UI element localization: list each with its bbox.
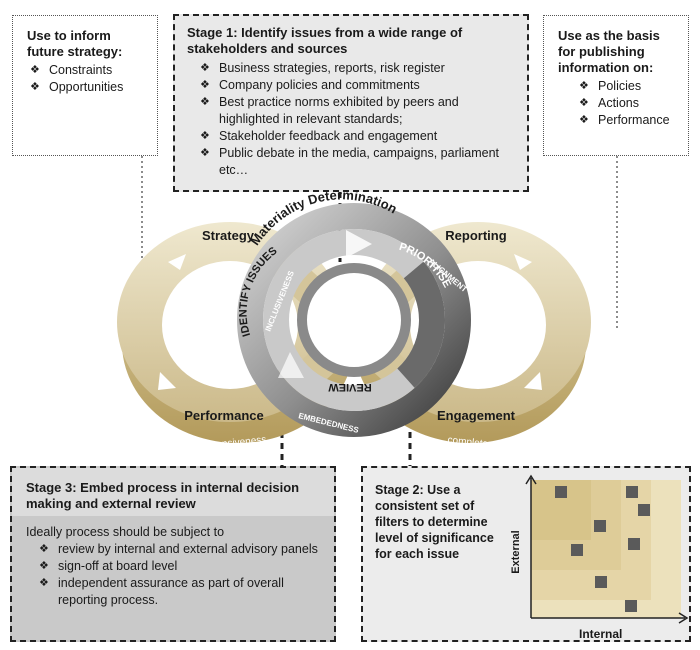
- stage3-box: Stage 3: Embed process in internal decis…: [10, 466, 336, 642]
- bullet-icon: ❖: [39, 560, 49, 572]
- list-item: ❖sign-off at board level: [39, 559, 178, 573]
- stage1-list: ❖Business strategies, reports, risk regi…: [197, 60, 517, 179]
- inform-strategy-heading: Use to inform future strategy:: [27, 28, 123, 59]
- bullet-icon: ❖: [579, 114, 589, 126]
- performance-label: Performance: [184, 408, 263, 423]
- list-item: ❖Constraints: [30, 63, 113, 77]
- stage3-intro: Ideally process should be subject to: [26, 525, 225, 539]
- stage3-list: ❖review by internal and external advisor…: [36, 541, 322, 609]
- outer-wheel-ring: [237, 203, 471, 437]
- stage3-heading: Stage 3: Embed process in internal decis…: [26, 480, 300, 511]
- list-item: ❖Opportunities: [30, 80, 124, 94]
- bullet-icon: ❖: [30, 64, 40, 76]
- bullet-icon: ❖: [30, 81, 40, 93]
- issue-marker: [628, 538, 640, 550]
- issue-marker: [594, 520, 606, 532]
- bullet-icon: ❖: [200, 147, 210, 159]
- issue-marker: [595, 576, 607, 588]
- list-item: ❖Actions: [579, 96, 639, 110]
- issue-marker: [625, 600, 637, 612]
- issue-marker: [555, 486, 567, 498]
- review-label: REVIEW: [328, 381, 372, 393]
- publishing-basis-box: Use as the basis for publishing informat…: [543, 15, 689, 156]
- issue-markers: [555, 486, 650, 612]
- list-item: ❖Company policies and commitments: [200, 78, 420, 92]
- y-axis-label: External: [510, 530, 522, 573]
- stage2-heading: Stage 2: Use a consistent set of filters…: [375, 483, 494, 561]
- bullet-icon: ❖: [39, 543, 49, 555]
- publishing-basis-heading: Use as the basis for publishing informat…: [558, 28, 660, 75]
- list-item: ❖Public debate in the media, campaigns, …: [200, 146, 500, 177]
- list-item: ❖Business strategies, reports, risk regi…: [200, 61, 445, 75]
- inform-strategy-list: ❖Constraints ❖Opportunities: [27, 62, 147, 96]
- significance-matrix: Internal External: [510, 474, 689, 641]
- bullet-icon: ❖: [200, 62, 210, 74]
- issue-marker: [571, 544, 583, 556]
- inform-strategy-box: Use to inform future strategy: ❖Constrai…: [12, 15, 158, 156]
- list-item: ❖Best practice norms exhibited by peers …: [200, 95, 459, 126]
- bullet-icon: ❖: [579, 80, 589, 92]
- publishing-basis-list: ❖Policies ❖Actions ❖Performance: [576, 78, 678, 129]
- stage3-body: Ideally process should be subject to ❖re…: [12, 516, 334, 609]
- strategy-label: Strategy: [202, 228, 255, 243]
- issue-marker: [626, 486, 638, 498]
- reporting-label: Reporting: [445, 228, 506, 243]
- x-axis-label: Internal: [579, 627, 622, 641]
- stage2-box: Stage 2: Use a consistent set of filters…: [361, 466, 691, 642]
- list-item: ❖Performance: [579, 113, 670, 127]
- bullet-icon: ❖: [579, 97, 589, 109]
- bullet-icon: ❖: [39, 577, 49, 589]
- list-item: ❖independent assurance as part of overal…: [39, 576, 284, 607]
- list-item: ❖Stakeholder feedback and engagement: [200, 129, 438, 143]
- list-item: ❖Policies: [579, 79, 642, 93]
- stage3-header: Stage 3: Embed process in internal decis…: [12, 468, 334, 516]
- bullet-icon: ❖: [200, 79, 210, 91]
- list-item: ❖review by internal and external advisor…: [39, 542, 318, 556]
- bullet-icon: ❖: [200, 130, 210, 142]
- issue-marker: [638, 504, 650, 516]
- bullet-icon: ❖: [200, 96, 210, 108]
- engagement-label: Engagement: [437, 408, 516, 423]
- stage1-box: Stage 1: Identify issues from a wide ran…: [173, 14, 529, 192]
- stage1-heading: Stage 1: Identify issues from a wide ran…: [187, 25, 463, 56]
